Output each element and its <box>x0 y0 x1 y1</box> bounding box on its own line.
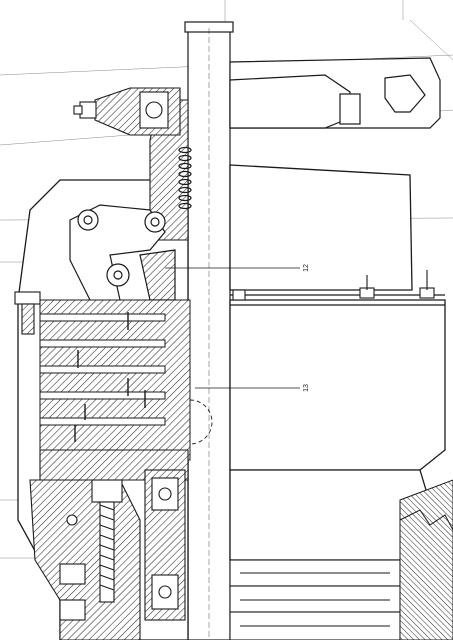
coil-spring <box>178 146 192 210</box>
lower-bearing-section <box>29 449 189 640</box>
callout-leaders <box>165 267 300 389</box>
left-cap-bolt <box>14 291 41 335</box>
gear-section <box>399 479 453 640</box>
hidden-outline <box>189 399 213 445</box>
lower-ring-stack <box>229 559 401 640</box>
bottom-flange <box>59 514 86 621</box>
housing-bolts <box>232 270 435 301</box>
lever-arm <box>229 57 441 129</box>
main-shaft <box>184 21 234 640</box>
pivot-linkage <box>69 204 176 311</box>
callout-12: 12 <box>303 264 310 272</box>
friction-plate-stack <box>39 299 191 461</box>
housing-body <box>229 164 446 561</box>
top-nut-assembly <box>73 87 181 136</box>
callout-13: 13 <box>303 384 310 392</box>
plate-rivets <box>74 312 146 442</box>
